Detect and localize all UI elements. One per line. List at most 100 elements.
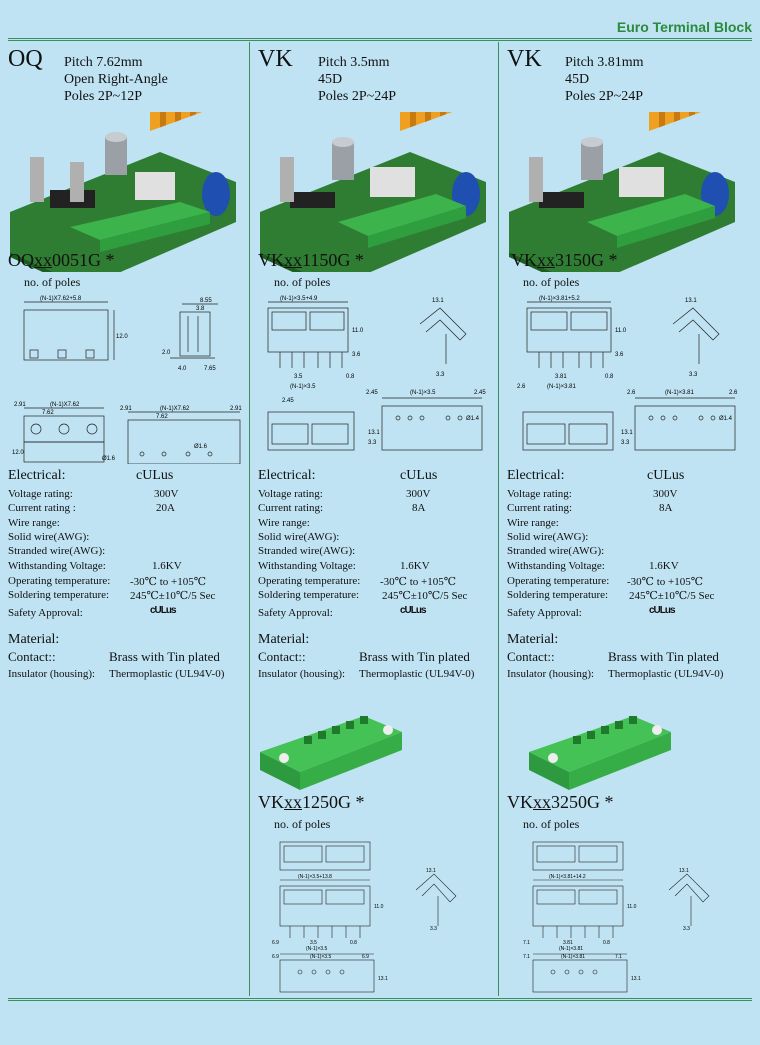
voltage-rating-label: Voltage rating: <box>8 488 73 500</box>
insulator-label: Insulator (housing): <box>258 668 346 680</box>
dim-label: (N-1)X7.62 <box>160 406 190 412</box>
safety-approval-label: Safety Approval: <box>507 607 582 619</box>
dim-label: 2.45 <box>474 390 486 396</box>
withstanding-voltage-value: 1.6KV <box>152 560 182 572</box>
poles-note: no. of poles <box>24 275 81 289</box>
model-number: VKxx1150G * <box>258 250 364 271</box>
dim-label: 7.1 <box>615 954 622 960</box>
withstanding-voltage-label: Withstanding Voltage: <box>507 560 605 572</box>
current-rating-label: Current rating: <box>258 502 324 514</box>
solid-wire-label: Solid wire(AWG): <box>258 531 340 543</box>
plug-connector-image <box>529 716 671 790</box>
dim-label: 7.65 <box>204 366 216 372</box>
dim-label: Ø1.6 <box>194 444 208 450</box>
contact-value: Brass with Tin plated <box>608 649 719 664</box>
operating-temp-value: -30℃ to +105℃ <box>627 576 704 588</box>
dim-label: 3.3 <box>689 372 698 378</box>
insulator-label: Insulator (housing): <box>507 668 595 680</box>
ul-logo: cULus <box>400 605 427 616</box>
withstanding-voltage-value: 1.6KV <box>400 560 430 572</box>
soldering-temp-value: 245℃±10℃/5 Sec <box>382 590 468 602</box>
certification-standard: cULus <box>136 468 174 483</box>
dim-label: (N-1)X7.62 <box>50 402 80 408</box>
current-rating-value: 8A <box>412 502 426 514</box>
withstanding-voltage-label: Withstanding Voltage: <box>8 560 106 572</box>
dim-label: (N-1)×3.5 <box>290 384 316 390</box>
dim-label: 13.1 <box>631 976 641 982</box>
safety-approval-label: Safety Approval: <box>8 607 83 619</box>
current-rating-label: Current rating: <box>507 502 573 514</box>
dim-label: (N-1)×3.5 <box>306 946 327 952</box>
dim-label: 2.6 <box>517 384 526 390</box>
dim-label: 0.8 <box>605 374 614 380</box>
voltage-rating-value: 300V <box>154 488 179 500</box>
footer-rule <box>8 998 752 1001</box>
dim-label: 13.1 <box>621 430 633 436</box>
header-rule <box>8 38 752 41</box>
stranded-wire-label: Stranded wire(AWG): <box>507 545 605 557</box>
model-pole-code: xx <box>533 792 551 812</box>
dim-label: 2.91 <box>230 406 242 412</box>
dim-label: 3.3 <box>683 926 690 932</box>
model-number: OQxx0051G * <box>8 250 115 271</box>
voltage-rating-label: Voltage rating: <box>258 488 323 500</box>
operating-temp-value: -30℃ to +105℃ <box>130 576 207 588</box>
dim-label: 0.8 <box>346 374 355 380</box>
series-name: VK <box>507 46 542 72</box>
soldering-temp-label: Soldering temperature: <box>258 589 360 601</box>
model-suffix: 0051G * <box>52 250 115 270</box>
contact-value: Brass with Tin plated <box>109 649 220 664</box>
dimension-drawing: (N-1)X7.62+5.8 12.0 8.55 3.8 2.0 4.0 7.6… <box>12 296 242 464</box>
dim-label: 3.8 <box>196 306 205 312</box>
dim-label: 13.1 <box>368 430 380 436</box>
contact-value: Brass with Tin plated <box>359 649 470 664</box>
dim-label: 2.91 <box>120 406 132 412</box>
dim-label: 7.1 <box>523 940 530 946</box>
dimension-drawing-2: (N-1)×3.81+14.2 13.1 11.0 (N-1)×3.81 3.8… <box>523 841 710 993</box>
dim-label: Ø1.4 <box>719 416 733 422</box>
ul-logo: cULus <box>150 605 177 616</box>
wire-range-label: Wire range: <box>507 517 559 529</box>
safety-approval-label: Safety Approval: <box>258 607 333 619</box>
spec-pitch: Pitch 3.81mm <box>565 55 644 70</box>
dim-label: 3.5 <box>310 940 317 946</box>
header-title: Euro Terminal Block <box>616 19 752 35</box>
stranded-wire-label: Stranded wire(AWG): <box>8 545 106 557</box>
series-name: OQ <box>8 46 43 72</box>
operating-temp-value: -30℃ to +105℃ <box>380 576 457 588</box>
stranded-wire-label: Stranded wire(AWG): <box>258 545 356 557</box>
dim-label: 7.62 <box>156 414 168 420</box>
voltage-rating-label: Voltage rating: <box>507 488 572 500</box>
dim-label: 13.1 <box>679 868 689 874</box>
dim-label: 11.0 <box>627 904 637 910</box>
plug-connector-image <box>260 716 402 790</box>
spec-type: 45D <box>318 72 343 87</box>
dim-label: 3.5 <box>294 374 303 380</box>
current-rating-value: 8A <box>659 502 673 514</box>
model-suffix: 3250G * <box>551 792 614 812</box>
model-pole-code: xx <box>537 250 555 270</box>
insulator-value: Thermoplastic (UL94V-0) <box>359 668 475 680</box>
insulator-value: Thermoplastic (UL94V-0) <box>109 668 225 680</box>
model-prefix: VK <box>258 250 284 270</box>
dimension-drawing-2: (N-1)×3.5+13.8 13.1 11.0 (N-1)×3.5 3.5 6… <box>272 841 457 993</box>
dim-label: 0.8 <box>603 940 610 946</box>
dim-label: 7.1 <box>523 954 530 960</box>
soldering-temp-label: Soldering temperature: <box>507 589 609 601</box>
spec-type: 45D <box>565 72 590 87</box>
dim-label: 6.9 <box>272 954 279 960</box>
dim-label: 2.0 <box>162 350 171 356</box>
model-suffix: 3150G * <box>555 250 618 270</box>
poles-note: no. of poles <box>274 275 331 289</box>
dim-label: 7.62 <box>42 410 54 416</box>
dim-label: 11.0 <box>352 328 364 334</box>
certification-standard: cULus <box>647 468 685 483</box>
pcb-board-image <box>260 112 486 272</box>
withstanding-voltage-value: 1.6KV <box>649 560 679 572</box>
spec-poles: Poles 2P~24P <box>565 89 643 104</box>
dim-label: 11.0 <box>374 904 384 910</box>
material-title: Material: <box>258 632 310 647</box>
dim-label: 3.3 <box>368 440 377 446</box>
product-column-oq: OQ Pitch 7.62mm Open Right-Angle Poles 2… <box>6 42 254 996</box>
dimension-drawing: (N-1)×3.81+5.2 13.1 11.0 3.6 3.81 0.8 (N… <box>517 296 738 451</box>
